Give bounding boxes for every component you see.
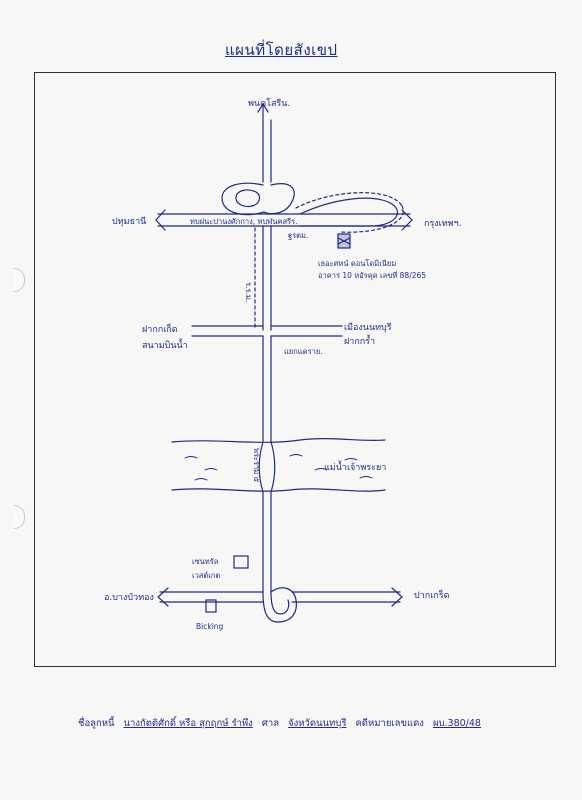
label-east-mid-2: ฝากกร้ำ <box>344 337 376 347</box>
footer-case-prefix: คดีหมายเลขแดง <box>355 718 424 729</box>
footer-case-no: ผบ.380/48 <box>432 718 481 729</box>
footer-prefix: ชื่อลูกหนี้ <box>78 718 115 729</box>
dashed-route <box>339 205 404 233</box>
label-junction: แยกแคราย. <box>284 347 323 356</box>
footer-court-prefix: ศาล <box>261 718 280 729</box>
site-marker <box>337 237 351 245</box>
label-central: เซนทรัล <box>192 557 219 566</box>
label-north: พนคโสรีน. <box>248 99 291 109</box>
label-site-2: อาคาร 10 หอัรคุด เลขที่ 88/265 <box>318 271 427 280</box>
label-central-2: เวสต์เกต <box>192 571 221 580</box>
building-central <box>233 555 249 569</box>
arrow-west-icon <box>157 587 169 607</box>
arrow-west-icon <box>155 209 166 231</box>
river-bank <box>171 438 386 443</box>
label-west-top: ปทุมธานี <box>112 217 147 227</box>
footer-court: จังหวัดนนทบุรี <box>288 718 347 729</box>
label-river: แม่น้ำเจ้าพระยา <box>324 463 387 473</box>
ramp-east <box>299 197 398 227</box>
label-bicking: Bicking <box>196 622 224 631</box>
loop-inner <box>235 189 261 208</box>
north-arrow-icon <box>257 102 269 113</box>
arrow-east-icon <box>401 209 413 231</box>
arrow-east-icon <box>391 587 403 607</box>
label-site-1: เธอะศหน์ ดอนโดมิเนียม <box>318 259 397 268</box>
label-vertical-road: ร.ร.ม. <box>244 282 253 303</box>
label-east-top: กรุงเทพฯ. <box>424 219 462 229</box>
building-bicking <box>205 599 217 613</box>
label-east-mid-1: เมืองนนทบุรี <box>344 323 392 333</box>
loop-ramp <box>263 183 295 215</box>
footer-case-info: ชื่อลูกหนี้ นางกัตติศักดิ์ หรือ สุกฤกษ์ … <box>78 716 487 731</box>
label-station: ฐรตม. <box>288 231 309 240</box>
bridge <box>270 441 276 493</box>
label-east-bottom: ปากเกร็ด <box>414 591 450 601</box>
label-west-mid-1: ฝากกเก็ด <box>142 325 178 335</box>
label-bridge: พระราม ๕ <box>252 448 261 483</box>
label-west-mid-2: สนามบินน้ำ <box>142 341 188 351</box>
loop-ramp <box>221 182 265 216</box>
map-frame <box>34 72 556 667</box>
footer-debtor: นางกัตติศักดิ์ หรือ สุกฤกษ์ รำพึง <box>123 718 253 729</box>
label-main-road: ทบฝนะปานงศักกาง, ทบฬนฅสรีร. <box>190 217 298 226</box>
dashed-route <box>295 192 403 209</box>
bottom-loop <box>270 591 290 615</box>
map-title: แผนที่โดยสังเขป <box>225 41 338 59</box>
bottom-loop <box>262 587 297 623</box>
bridge <box>258 441 264 493</box>
label-west-bottom: อ.บางบัวทอง <box>104 593 154 603</box>
river-waves <box>184 454 373 481</box>
river-bank <box>171 488 386 492</box>
